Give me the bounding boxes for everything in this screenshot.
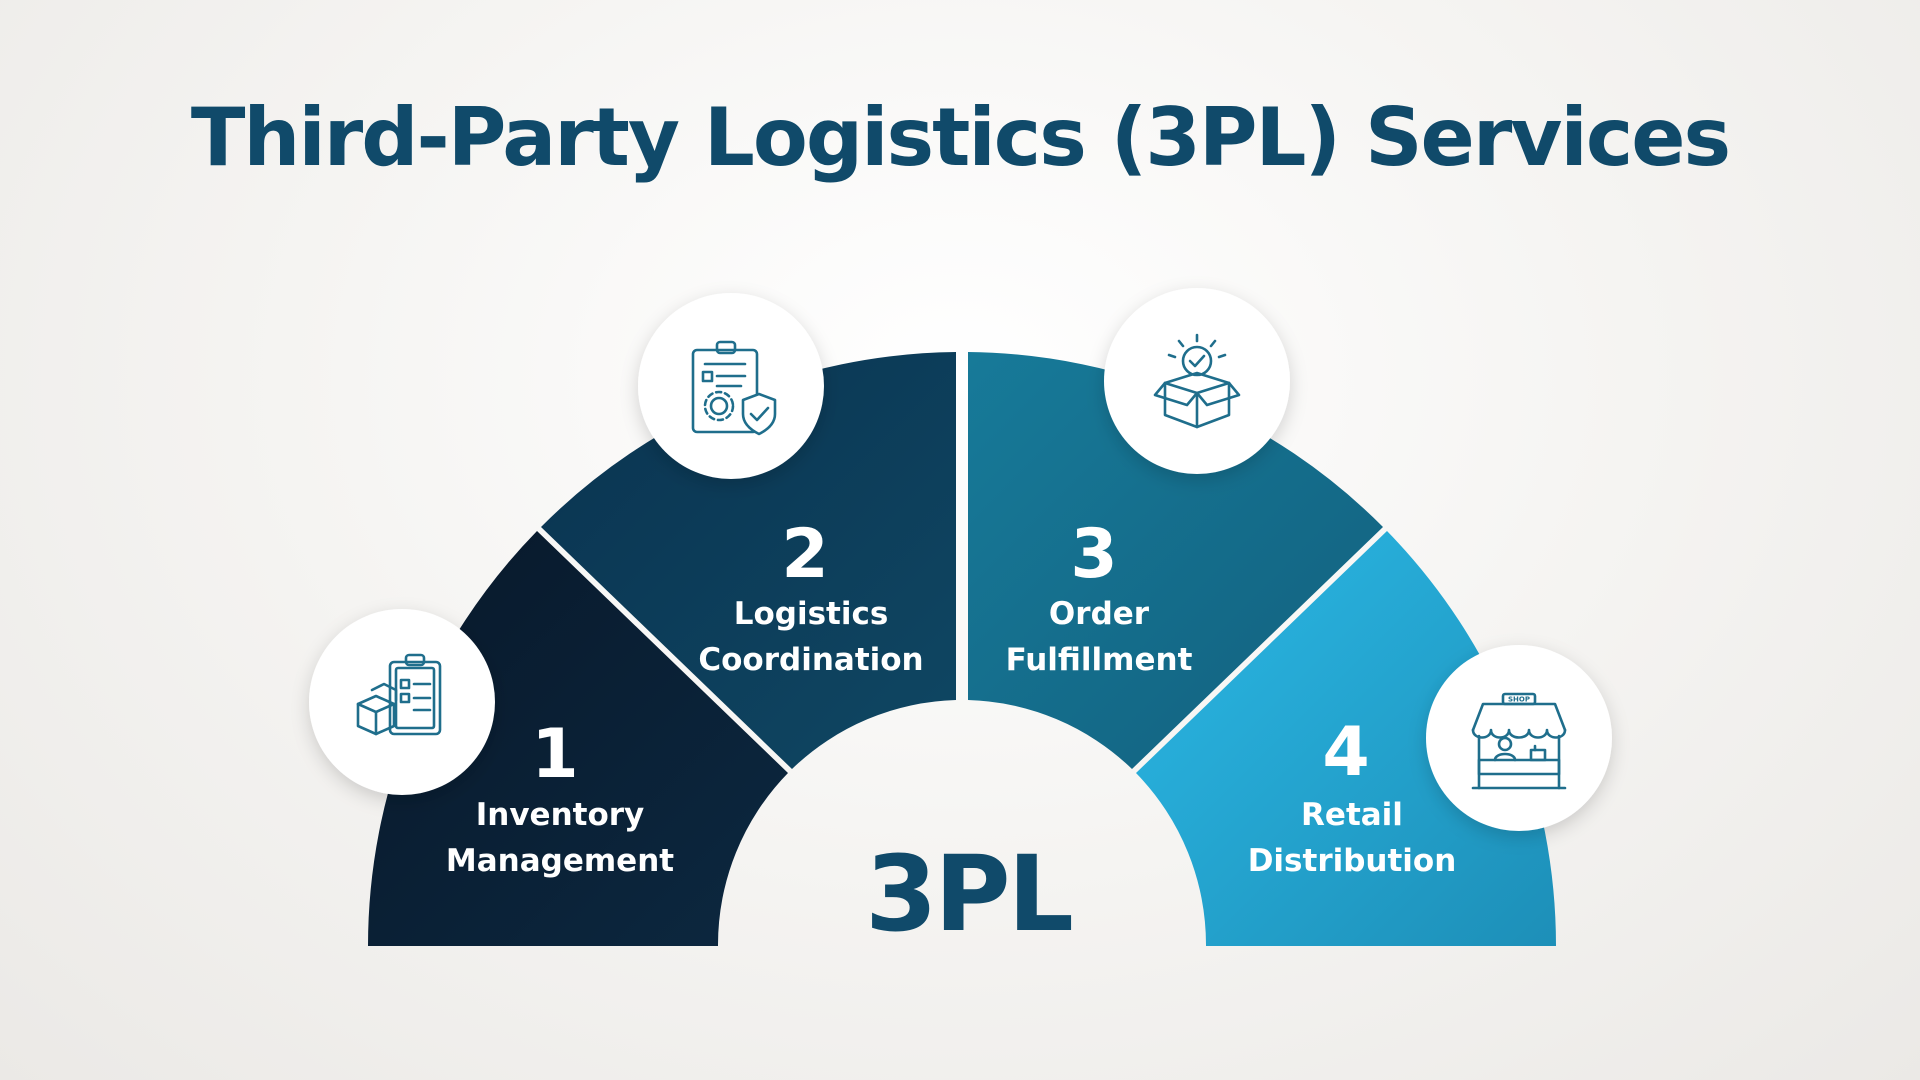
segment-2-label-line1: Logistics [734,596,889,632]
segment-3-label-line2: Fulfillment [1006,642,1193,678]
clipboard-boxes-icon [356,653,442,736]
icon-circle-4: SHOP [1426,645,1612,831]
segment-2-logistics-coordination [541,352,956,769]
segment-1-inventory-management [368,531,788,946]
segment-2-number: 2 [781,515,828,594]
icon-circle-3 [1104,288,1290,474]
segment-4-number: 4 [1322,713,1369,792]
center-3pl-label: 3PL [865,833,1072,955]
segment-3-number: 3 [1070,515,1117,594]
segment-4-label-line2: Distribution [1248,843,1457,879]
segment-4-label-line1: Retail [1301,797,1403,833]
shop-stall-icon: SHOP [1471,692,1567,790]
icon-circle-1 [309,609,495,795]
segment-1-label-line2: Management [446,843,674,879]
segment-1-label-line1: Inventory [476,797,645,833]
page-title: Third-Party Logistics (3PL) Services [190,91,1731,184]
segment-3-label-line1: Order [1049,596,1150,632]
segment-3-order-fulfillment [968,352,1383,769]
segment-2-label-line2: Coordination [698,642,923,678]
clipboard-gear-shield-icon [691,340,777,436]
icon-circle-2 [638,293,824,479]
shop-sign-text: SHOP [1508,696,1530,704]
segment-4-retail-distribution [1136,531,1557,946]
open-box-check-icon [1153,333,1241,429]
segment-1-number: 1 [531,715,578,794]
